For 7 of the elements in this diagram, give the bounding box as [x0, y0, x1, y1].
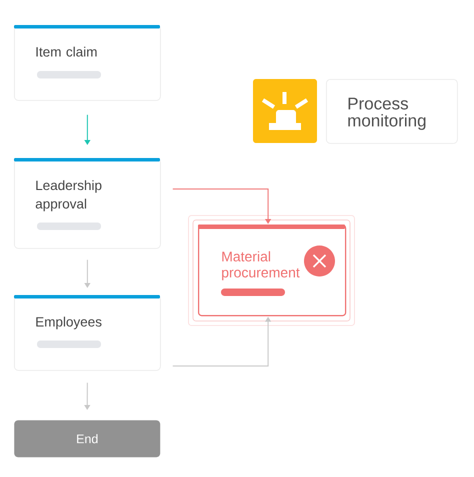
alert-card: Material procurement — [198, 224, 346, 316]
status-card: Process monitoring — [326, 79, 458, 144]
process-card: Leadership approval — [14, 158, 161, 249]
end-box: End — [14, 420, 160, 458]
process-card: Item claim — [14, 25, 161, 101]
process-card: Employees — [14, 295, 161, 371]
arrow — [172, 188, 272, 224]
